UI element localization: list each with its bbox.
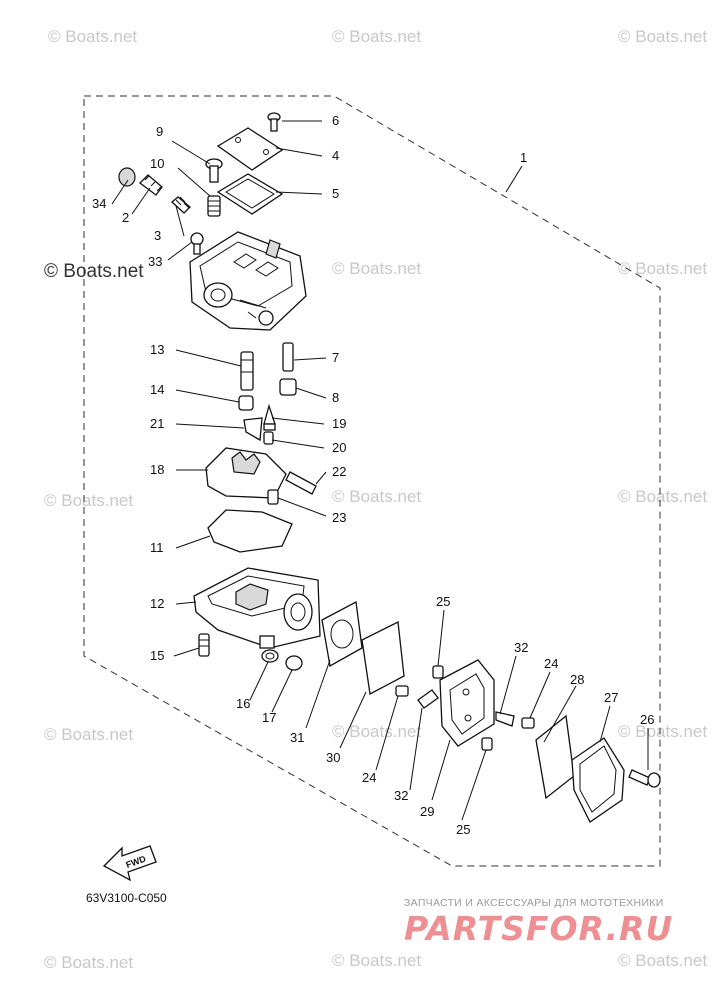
- watermark: © Boats.net: [44, 491, 133, 510]
- callout-6: 6: [332, 113, 339, 128]
- callout-19: 19: [332, 416, 346, 431]
- part-32-valve-right: [495, 711, 515, 727]
- part-20-float-pin: [263, 431, 274, 445]
- brand-subtitle: ЗАПЧАСТИ И АКСЕССУАРЫ ДЛЯ МОТОТЕХНИКИ: [404, 897, 664, 909]
- part-6-screw: [267, 112, 281, 132]
- part-22-pin: [285, 471, 317, 495]
- diagram-code: 63V3100-C050: [86, 891, 167, 905]
- callout-16: 16: [236, 696, 250, 711]
- leader-lines: [111, 120, 649, 821]
- watermark: © Boats.net: [618, 487, 707, 506]
- watermark: © Boats.net: [44, 953, 133, 972]
- callout-24: 24: [544, 656, 558, 671]
- part-30-diaphragm: [361, 621, 405, 696]
- callout-24-lower: 24: [362, 770, 376, 785]
- part-31-gasket: [321, 600, 363, 668]
- part-carburetor-body: [189, 231, 307, 331]
- watermark: © Boats.net: [618, 722, 707, 741]
- callout-1: 1: [520, 150, 527, 165]
- part-27-pump-cover: [571, 737, 625, 823]
- part-18-float: [205, 447, 287, 499]
- callout-17: 17: [262, 710, 276, 725]
- callout-33: 33: [148, 254, 162, 269]
- callout-15: 15: [150, 648, 164, 663]
- part-24-check-valve: [395, 685, 409, 697]
- watermark: © Boats.net: [332, 487, 421, 506]
- watermark: © Boats.net: [44, 261, 144, 282]
- part-2-pilot-screw: [139, 174, 163, 196]
- part-34-cap: [118, 167, 136, 187]
- part-32-valve: [417, 689, 439, 709]
- watermark: © Boats.net: [618, 259, 707, 278]
- callout-11: 11: [150, 540, 164, 555]
- fwd-arrow-icon: FWD: [102, 845, 157, 882]
- callout-32: 32: [514, 640, 528, 655]
- part-21-clip: [243, 417, 263, 442]
- callout-9: 9: [156, 124, 163, 139]
- callout-4: 4: [332, 148, 339, 163]
- part-11-float-chamber-gasket: [207, 509, 293, 553]
- brand-logo-text: PARTSFOR.RU: [404, 909, 673, 948]
- watermark: © Boats.net: [48, 27, 137, 46]
- part-14-main-jet: [238, 395, 254, 411]
- callout-25-lower: 25: [456, 822, 470, 837]
- part-13-main-nozzle: [240, 351, 254, 391]
- callout-34: 34: [92, 196, 106, 211]
- watermark: © Boats.net: [332, 27, 421, 46]
- callout-29: 29: [420, 804, 434, 819]
- callout-18: 18: [150, 462, 164, 477]
- part-15-drain-screw: [198, 633, 210, 657]
- callout-31: 31: [290, 730, 304, 745]
- callout-32-lower: 32: [394, 788, 408, 803]
- part-9-screw: [205, 158, 223, 183]
- callout-14: 14: [150, 382, 164, 397]
- part-8-plug: [279, 378, 297, 396]
- part-29-fuel-pump-body: [439, 659, 495, 747]
- callout-26: 26: [640, 712, 654, 727]
- callout-2: 2: [122, 210, 129, 225]
- callout-3: 3: [154, 228, 161, 243]
- callout-5: 5: [332, 186, 339, 201]
- assembly-boundary: [83, 95, 661, 867]
- part-25-screw-bottom: [481, 737, 493, 751]
- part-16-o-ring: [261, 649, 279, 663]
- callout-30: 30: [326, 750, 340, 765]
- watermark: © Boats.net: [618, 27, 707, 46]
- callout-7: 7: [332, 350, 339, 365]
- callout-23: 23: [332, 510, 346, 525]
- part-28-diaphragm: [535, 714, 575, 800]
- watermark: © Boats.net: [332, 259, 421, 278]
- callout-28: 28: [570, 672, 584, 687]
- part-23-screw: [267, 489, 279, 505]
- callout-12: 12: [150, 596, 164, 611]
- callouts: 1 2 3 4 5 6 7 8 9 10 11 12 13 14 15 16 1…: [92, 113, 654, 837]
- watermark: © Boats.net: [618, 951, 707, 970]
- part-17-drain-plug: [285, 655, 303, 671]
- callout-21: 21: [150, 416, 164, 431]
- part-7-pilot-jet: [282, 342, 294, 372]
- callout-13: 13: [150, 342, 164, 357]
- part-12-float-chamber: [193, 567, 321, 649]
- callout-10: 10: [150, 156, 164, 171]
- brand-logo: ЗАПЧАСТИ И АКСЕССУАРЫ ДЛЯ МОТОТЕХНИКИ PA…: [404, 897, 673, 948]
- part-5-gasket: [216, 173, 284, 215]
- part-33-screw: [190, 232, 204, 255]
- part-4-cover-plate: [216, 127, 284, 171]
- watermark: © Boats.net: [332, 951, 421, 970]
- watermark: © Boats.net: [44, 725, 133, 744]
- part-10-spring: [207, 195, 221, 217]
- callout-25: 25: [436, 594, 450, 609]
- callout-20: 20: [332, 440, 346, 455]
- callout-27: 27: [604, 690, 618, 705]
- watermarks: © Boats.net © Boats.net © Boats.net © Bo…: [44, 27, 707, 972]
- part-19-needle-valve: [263, 403, 276, 431]
- callout-8: 8: [332, 390, 339, 405]
- part-25-screw: [432, 665, 444, 679]
- part-26-screw: [628, 769, 661, 788]
- watermark: © Boats.net: [332, 722, 421, 741]
- part-24-check-valve-right: [521, 717, 535, 729]
- part-3-spring: [171, 196, 191, 214]
- callout-22: 22: [332, 464, 346, 479]
